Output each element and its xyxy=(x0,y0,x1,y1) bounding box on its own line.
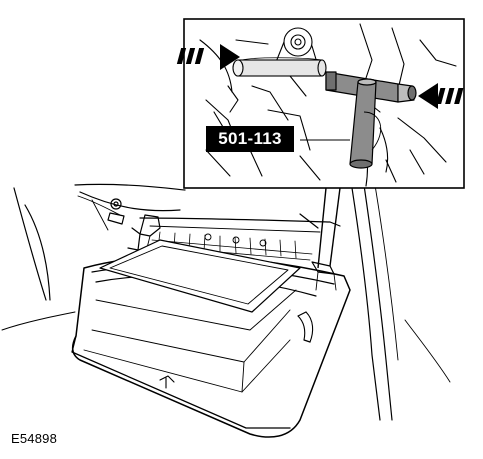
push-direction-arrows xyxy=(176,44,464,109)
tool-number-callout: 501-113 xyxy=(206,126,294,152)
dashboard-scene xyxy=(1,183,451,438)
detail-inset xyxy=(176,18,465,269)
figure-reference-code: E54898 xyxy=(11,431,58,446)
